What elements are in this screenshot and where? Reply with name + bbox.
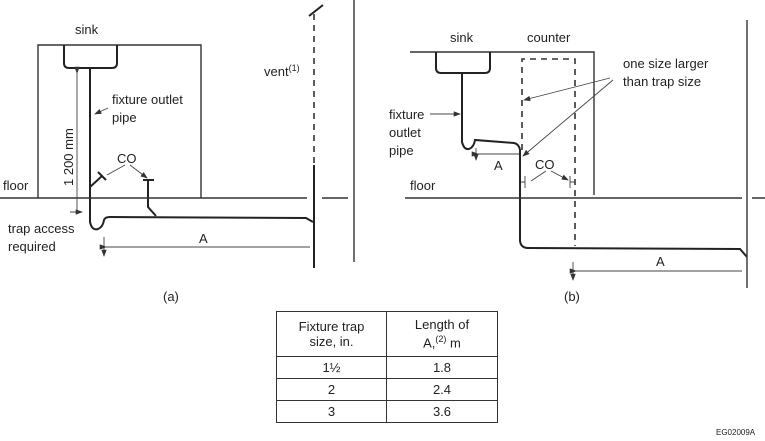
- label-required: required: [8, 239, 56, 254]
- label-counter: counter: [527, 30, 571, 45]
- label-outlet-b: outlet: [389, 125, 421, 140]
- cell-length: 2.4: [386, 378, 498, 401]
- cell-size: 3: [276, 400, 387, 423]
- label-one-size: one size larger: [623, 56, 709, 71]
- label-floor: floor: [3, 178, 29, 193]
- co-ticks: [521, 176, 575, 188]
- label-pipe-b: pipe: [389, 143, 414, 158]
- caption-a: (a): [163, 289, 179, 304]
- cell-size: 2: [276, 378, 387, 401]
- label-trap-access: trap access: [8, 221, 75, 236]
- label-fixture-outlet: fixture outlet: [112, 92, 183, 107]
- counter-outline: [410, 51, 595, 195]
- sink-bowl: [63, 45, 118, 69]
- label-pipe: pipe: [112, 110, 137, 125]
- cabinet: [37, 44, 202, 198]
- label-a: A: [199, 231, 208, 246]
- leader-co: [106, 164, 147, 178]
- drain-pipe: [89, 68, 314, 231]
- label-vent: vent(1): [264, 63, 300, 79]
- dimension-a: [104, 237, 310, 256]
- drain-pipe-b: [461, 73, 748, 258]
- caption-b: (b): [564, 289, 580, 304]
- label-1200mm: 1 200 mm: [61, 128, 76, 186]
- dimension-a-short: [476, 148, 519, 160]
- label-a-short: A: [494, 158, 503, 173]
- label-sink-b: sink: [450, 30, 474, 45]
- dimension-1200: [70, 73, 82, 212]
- dimension-a-long: [573, 262, 742, 280]
- diagram-b: sink counter one size larger than trap s…: [389, 20, 765, 304]
- leader-fixture: [94, 107, 109, 115]
- label-than-trap: than trap size: [623, 74, 701, 89]
- vent-pipe: [308, 4, 324, 268]
- label-co: CO: [117, 151, 137, 166]
- label-fixture-b: fixture: [389, 107, 424, 122]
- cell-length: 3.6: [386, 400, 498, 423]
- sink-bowl-b: [435, 52, 491, 74]
- label-floor-b: floor: [410, 178, 436, 193]
- label-a-long: A: [656, 254, 665, 269]
- cell-length: 1.8: [386, 356, 498, 379]
- figure-code: EG02009A: [716, 428, 756, 437]
- leader-one-size-2: [522, 79, 614, 157]
- diagram-a: sink fixture outlet pipe floor 1 200 mm …: [0, 0, 355, 304]
- oversize-section: [521, 58, 576, 246]
- label-sink: sink: [75, 22, 99, 37]
- label-co-b: CO: [535, 157, 555, 172]
- leader-one-size: [523, 77, 611, 102]
- leader-co-b: [530, 170, 568, 181]
- cell-size: 1½: [276, 356, 387, 379]
- cleanout-a1: [89, 171, 107, 188]
